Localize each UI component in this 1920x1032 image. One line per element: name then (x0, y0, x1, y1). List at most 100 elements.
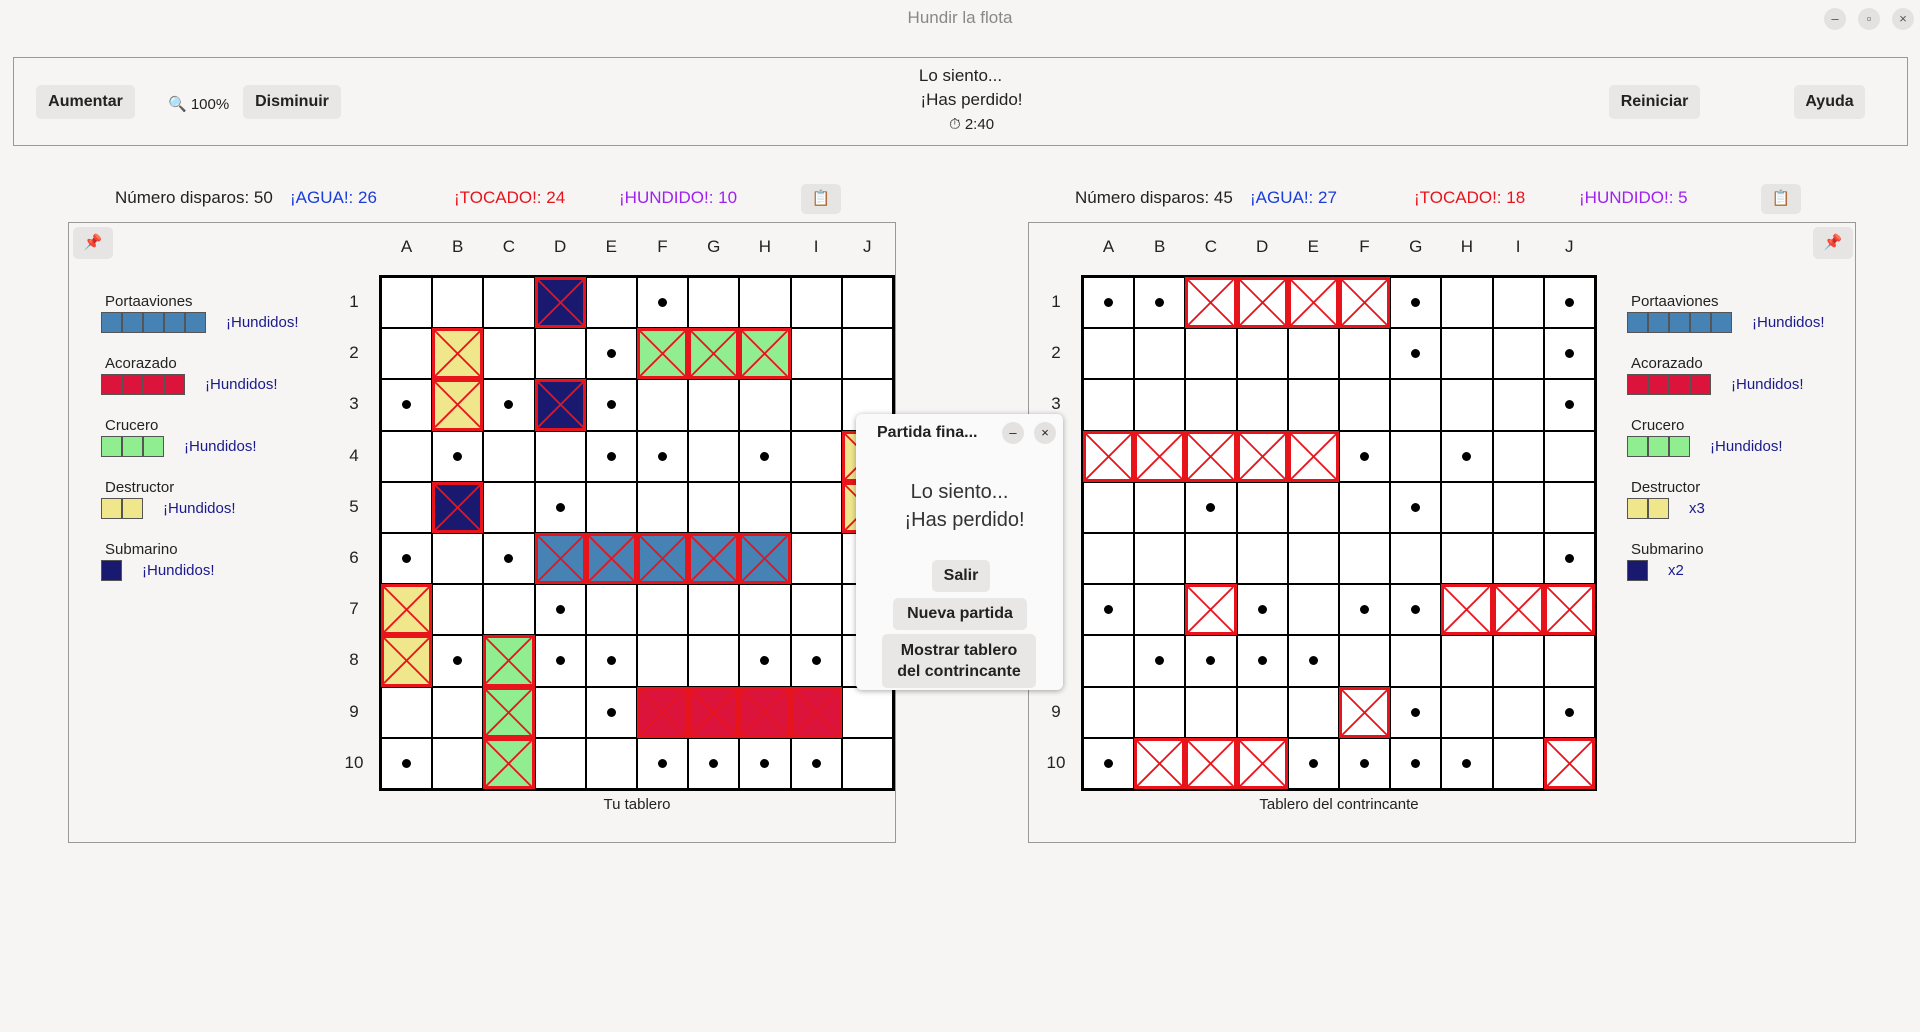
board-cell-C1[interactable] (483, 277, 535, 329)
board-cell-A10[interactable] (381, 737, 433, 789)
board-cell-H2[interactable] (739, 328, 791, 380)
board-cell-E4[interactable] (585, 430, 637, 482)
board-cell-G4[interactable] (1390, 430, 1442, 482)
board-cell-B7[interactable] (1134, 584, 1186, 636)
board-cell-A2[interactable] (381, 328, 433, 380)
board-cell-E6[interactable] (585, 533, 637, 585)
board-cell-B5[interactable] (1134, 481, 1186, 533)
board-cell-F7[interactable] (1339, 584, 1391, 636)
board-cell-B2[interactable] (432, 328, 484, 380)
board-cell-C4[interactable] (483, 430, 535, 482)
board-cell-B6[interactable] (432, 533, 484, 585)
board-cell-F3[interactable] (1339, 379, 1391, 431)
board-cell-F6[interactable] (1339, 533, 1391, 585)
board-cell-C5[interactable] (1185, 481, 1237, 533)
zoom-in-button[interactable]: Aumentar (36, 85, 135, 119)
board-cell-A3[interactable] (1083, 379, 1135, 431)
board-cell-E9[interactable] (585, 686, 637, 738)
board-cell-B10[interactable] (1134, 737, 1186, 789)
board-cell-J10[interactable] (841, 737, 893, 789)
board-cell-J7[interactable] (1543, 584, 1595, 636)
board-cell-H8[interactable] (1441, 635, 1493, 687)
board-cell-I9[interactable] (1492, 686, 1544, 738)
board-cell-C10[interactable] (1185, 737, 1237, 789)
board-cell-C7[interactable] (1185, 584, 1237, 636)
board-cell-D3[interactable] (534, 379, 586, 431)
board-cell-C2[interactable] (483, 328, 535, 380)
board-cell-I3[interactable] (790, 379, 842, 431)
board-cell-C8[interactable] (1185, 635, 1237, 687)
board-cell-I8[interactable] (1492, 635, 1544, 687)
board-cell-D7[interactable] (534, 584, 586, 636)
board-cell-A7[interactable] (381, 584, 433, 636)
board-cell-B1[interactable] (432, 277, 484, 329)
board-cell-E7[interactable] (1287, 584, 1339, 636)
board-cell-J10[interactable] (1543, 737, 1595, 789)
board-cell-I5[interactable] (790, 481, 842, 533)
board-cell-G2[interactable] (688, 328, 740, 380)
board-cell-H7[interactable] (1441, 584, 1493, 636)
board-cell-E3[interactable] (585, 379, 637, 431)
board-cell-I6[interactable] (790, 533, 842, 585)
board-cell-I1[interactable] (1492, 277, 1544, 329)
board-cell-E8[interactable] (1287, 635, 1339, 687)
board-cell-I9[interactable] (790, 686, 842, 738)
board-cell-E2[interactable] (585, 328, 637, 380)
board-cell-F3[interactable] (637, 379, 689, 431)
board-cell-E4[interactable] (1287, 430, 1339, 482)
board-cell-B8[interactable] (1134, 635, 1186, 687)
board-cell-A4[interactable] (1083, 430, 1135, 482)
board-cell-F1[interactable] (637, 277, 689, 329)
board-cell-I3[interactable] (1492, 379, 1544, 431)
board-cell-G6[interactable] (688, 533, 740, 585)
board-cell-J9[interactable] (1543, 686, 1595, 738)
board-cell-E6[interactable] (1287, 533, 1339, 585)
board-cell-D8[interactable] (1236, 635, 1288, 687)
board-cell-G5[interactable] (1390, 481, 1442, 533)
board-cell-D4[interactable] (1236, 430, 1288, 482)
minimize-button[interactable]: – (1824, 8, 1846, 30)
board-cell-F4[interactable] (637, 430, 689, 482)
board-cell-G9[interactable] (1390, 686, 1442, 738)
board-cell-C7[interactable] (483, 584, 535, 636)
board-cell-I5[interactable] (1492, 481, 1544, 533)
board-cell-D8[interactable] (534, 635, 586, 687)
board-cell-B2[interactable] (1134, 328, 1186, 380)
board-cell-D4[interactable] (534, 430, 586, 482)
board-cell-J2[interactable] (1543, 328, 1595, 380)
board-cell-H9[interactable] (739, 686, 791, 738)
board-cell-A7[interactable] (1083, 584, 1135, 636)
board-cell-B3[interactable] (1134, 379, 1186, 431)
board-cell-D10[interactable] (1236, 737, 1288, 789)
board-cell-C1[interactable] (1185, 277, 1237, 329)
copy-opponent-board-icon[interactable]: 📋 (1761, 184, 1801, 214)
board-cell-B8[interactable] (432, 635, 484, 687)
board-cell-G4[interactable] (688, 430, 740, 482)
board-cell-D1[interactable] (534, 277, 586, 329)
board-cell-D9[interactable] (534, 686, 586, 738)
board-cell-H8[interactable] (739, 635, 791, 687)
board-cell-E1[interactable] (585, 277, 637, 329)
board-cell-G8[interactable] (688, 635, 740, 687)
board-cell-J1[interactable] (841, 277, 893, 329)
board-cell-J9[interactable] (841, 686, 893, 738)
board-cell-G6[interactable] (1390, 533, 1442, 585)
board-cell-J4[interactable] (1543, 430, 1595, 482)
board-cell-A6[interactable] (381, 533, 433, 585)
board-cell-E2[interactable] (1287, 328, 1339, 380)
board-cell-F7[interactable] (637, 584, 689, 636)
board-cell-H6[interactable] (739, 533, 791, 585)
board-cell-F1[interactable] (1339, 277, 1391, 329)
board-cell-A8[interactable] (381, 635, 433, 687)
board-cell-D6[interactable] (534, 533, 586, 585)
board-cell-I2[interactable] (1492, 328, 1544, 380)
board-cell-A1[interactable] (381, 277, 433, 329)
board-cell-G5[interactable] (688, 481, 740, 533)
board-cell-J8[interactable] (1543, 635, 1595, 687)
board-cell-D1[interactable] (1236, 277, 1288, 329)
board-cell-A8[interactable] (1083, 635, 1135, 687)
board-cell-I10[interactable] (790, 737, 842, 789)
board-cell-A9[interactable] (381, 686, 433, 738)
board-cell-G7[interactable] (688, 584, 740, 636)
board-cell-C8[interactable] (483, 635, 535, 687)
